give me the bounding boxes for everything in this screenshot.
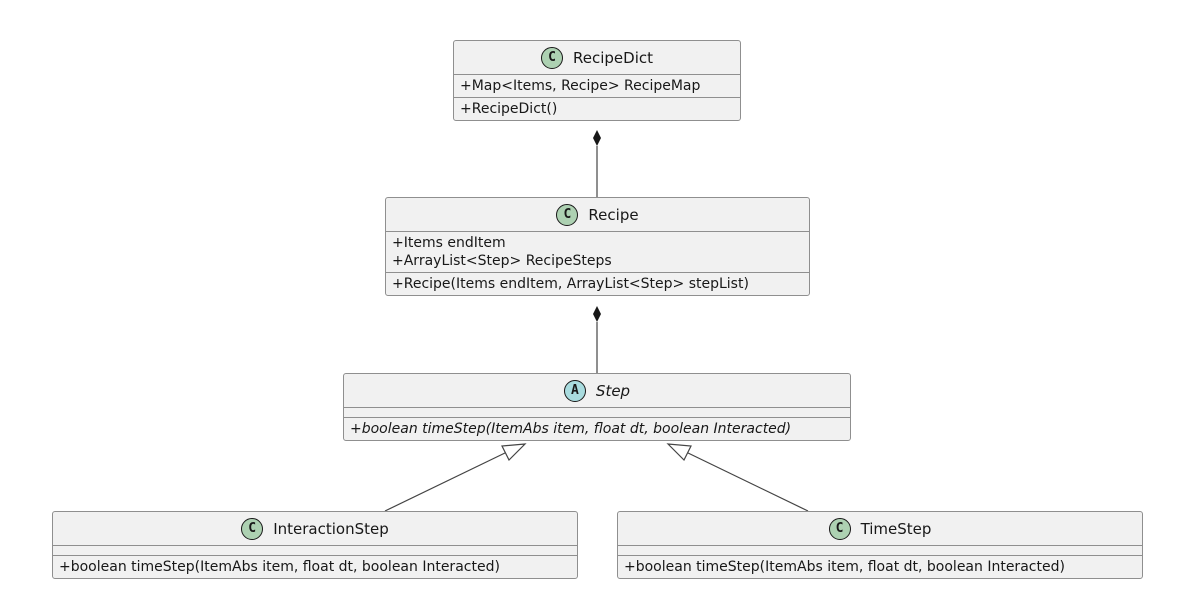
class-timestep[interactable]: C TimeStep +boolean timeStep(ItemAbs ite… xyxy=(617,511,1143,579)
fields-section xyxy=(53,546,577,556)
fields-section xyxy=(618,546,1142,556)
inheritance-arrow-interactionstep xyxy=(501,443,527,462)
field: +ArrayList<Step> RecipeSteps xyxy=(392,253,612,269)
methods-section: +boolean timeStep(ItemAbs item, float dt… xyxy=(618,556,1142,578)
class-icon: C xyxy=(828,517,851,540)
methods-section: +Recipe(Items endItem, ArrayList<Step> s… xyxy=(386,273,809,295)
composition-diamond-recipe xyxy=(593,306,601,322)
class-header: C RecipeDict xyxy=(454,41,740,75)
class-name: Step xyxy=(595,381,631,400)
fields-section: +Items endItem +ArrayList<Step> RecipeSt… xyxy=(386,232,809,273)
field: +Map<Items, Recipe> RecipeMap xyxy=(460,78,701,94)
method: +Recipe(Items endItem, ArrayList<Step> s… xyxy=(392,276,749,292)
method: +boolean timeStep(ItemAbs item, float dt… xyxy=(59,559,500,575)
class-interactionstep[interactable]: C InteractionStep +boolean timeStep(Item… xyxy=(52,511,578,579)
class-name: Recipe xyxy=(588,205,639,224)
class-recipedict[interactable]: C RecipeDict +Map<Items, Recipe> RecipeM… xyxy=(453,40,741,121)
methods-section: +boolean timeStep(ItemAbs item, float dt… xyxy=(53,556,577,578)
fields-section xyxy=(344,408,850,418)
class-step[interactable]: A Step +boolean timeStep(ItemAbs item, f… xyxy=(343,373,851,441)
class-header: C TimeStep xyxy=(618,512,1142,546)
class-icon: C xyxy=(541,46,563,69)
methods-section: +boolean timeStep(ItemAbs item, float dt… xyxy=(344,418,850,440)
inheritance-line-interactionstep xyxy=(384,451,508,512)
method: +boolean timeStep(ItemAbs item, float dt… xyxy=(624,559,1065,575)
class-header: C Recipe xyxy=(386,198,809,232)
class-name: TimeStep xyxy=(860,519,932,538)
field: +Items endItem xyxy=(392,235,506,251)
inheritance-arrow-timestep xyxy=(666,443,692,462)
class-recipe[interactable]: C Recipe +Items endItem +ArrayList<Step>… xyxy=(385,197,810,296)
methods-section: +RecipeDict() xyxy=(454,98,740,120)
method: +boolean timeStep(ItemAbs item, float dt… xyxy=(350,421,792,437)
method: +RecipeDict() xyxy=(460,101,558,117)
class-header: C InteractionStep xyxy=(53,512,577,546)
class-icon: C xyxy=(556,203,579,226)
class-name: InteractionStep xyxy=(273,519,389,538)
class-header: A Step xyxy=(344,374,850,408)
abstract-class-icon: A xyxy=(563,379,586,402)
inheritance-line-timestep xyxy=(685,451,809,512)
composition-diamond-recipedict xyxy=(593,130,601,146)
class-icon: C xyxy=(241,517,264,540)
fields-section: +Map<Items, Recipe> RecipeMap xyxy=(454,75,740,98)
class-name: RecipeDict xyxy=(573,48,653,67)
